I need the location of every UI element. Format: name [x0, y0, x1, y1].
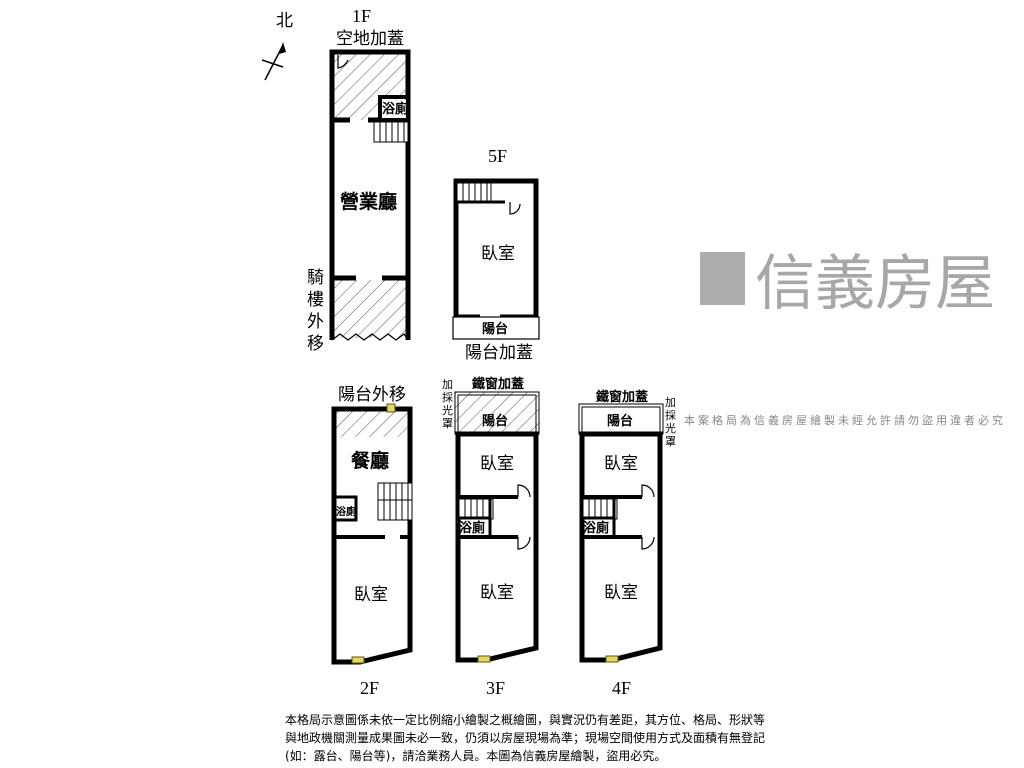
north-compass: 北	[261, 11, 293, 81]
floor-5f: 5F 臥室 陽台 陽台加蓋	[452, 146, 540, 363]
room-bedroom: 臥室	[604, 583, 638, 603]
side-note-char: 光	[665, 421, 676, 435]
floor-1f: 1F 空地加蓋 浴廁 營業廳 騎 樓 外 移	[307, 6, 411, 354]
room-dining: 餐廳	[351, 449, 389, 472]
floor-title: 4F	[612, 678, 631, 698]
side-note-char: 外	[307, 312, 324, 332]
room-bedroom: 臥室	[480, 454, 514, 474]
watermark: 信義房屋	[700, 249, 995, 319]
room-bedroom: 臥室	[604, 454, 638, 474]
room-balcony: 陽台	[607, 413, 633, 429]
room-business-hall: 營業廳	[340, 190, 397, 213]
floor-4f: 4F 鐵窗加蓋 加 採 光 罩 陽台 浴廁 臥室 臥室	[578, 389, 676, 698]
room-bath: 浴廁	[336, 505, 356, 518]
room-bedroom: 臥室	[480, 583, 514, 603]
floor-3f: 3F 鐵窗加蓋 加 採 光 罩 陽台 浴廁 臥室 臥室	[442, 376, 540, 698]
room-bath: 浴廁	[382, 101, 408, 117]
floor-title: 1F	[352, 6, 371, 26]
floor-title: 3F	[486, 678, 505, 698]
side-note-char: 加	[442, 378, 453, 391]
disclaimer-text: 本格局示意圖係未依一定比例縮小繪製之概繪圖，與實況仍有差距，其方位、格局、形狀等…	[285, 713, 766, 763]
annotation: 空地加蓋	[336, 29, 404, 49]
floor-2f: 2F 陽台外移 浴廁 餐廳 臥室	[331, 385, 413, 698]
room-balcony: 陽台	[482, 321, 508, 337]
side-note-char: 騎	[307, 268, 324, 288]
room-bath: 浴廁	[583, 520, 609, 536]
room-bedroom: 臥室	[481, 244, 515, 264]
side-note-char: 移	[307, 334, 324, 354]
side-note-char: 樓	[307, 290, 324, 310]
watermark-notice: 本案格局為信義房屋繪製未經允許請勿盜用違者必究	[684, 413, 1006, 427]
side-note-char: 加	[665, 396, 676, 409]
room-bedroom: 臥室	[354, 585, 388, 605]
north-label: 北	[276, 11, 293, 31]
annotation: 陽台加蓋	[465, 343, 533, 363]
annotation: 陽台外移	[338, 385, 406, 405]
brand-logo-icon	[700, 252, 745, 305]
watermark-brand: 信義房屋	[755, 249, 995, 319]
floor-title: 5F	[488, 146, 507, 166]
room-balcony: 陽台	[482, 413, 508, 429]
side-note-char: 罩	[442, 417, 453, 430]
north-arrow-icon	[264, 44, 284, 81]
side-note-char: 罩	[665, 435, 676, 448]
side-note-char: 採	[665, 408, 676, 422]
annotation: 鐵窗加蓋	[596, 389, 648, 405]
annotation: 鐵窗加蓋	[472, 376, 524, 392]
side-note-char: 採	[442, 390, 453, 404]
side-note-char: 光	[442, 403, 453, 417]
floor-title: 2F	[360, 678, 379, 698]
room-bath: 浴廁	[459, 520, 485, 536]
